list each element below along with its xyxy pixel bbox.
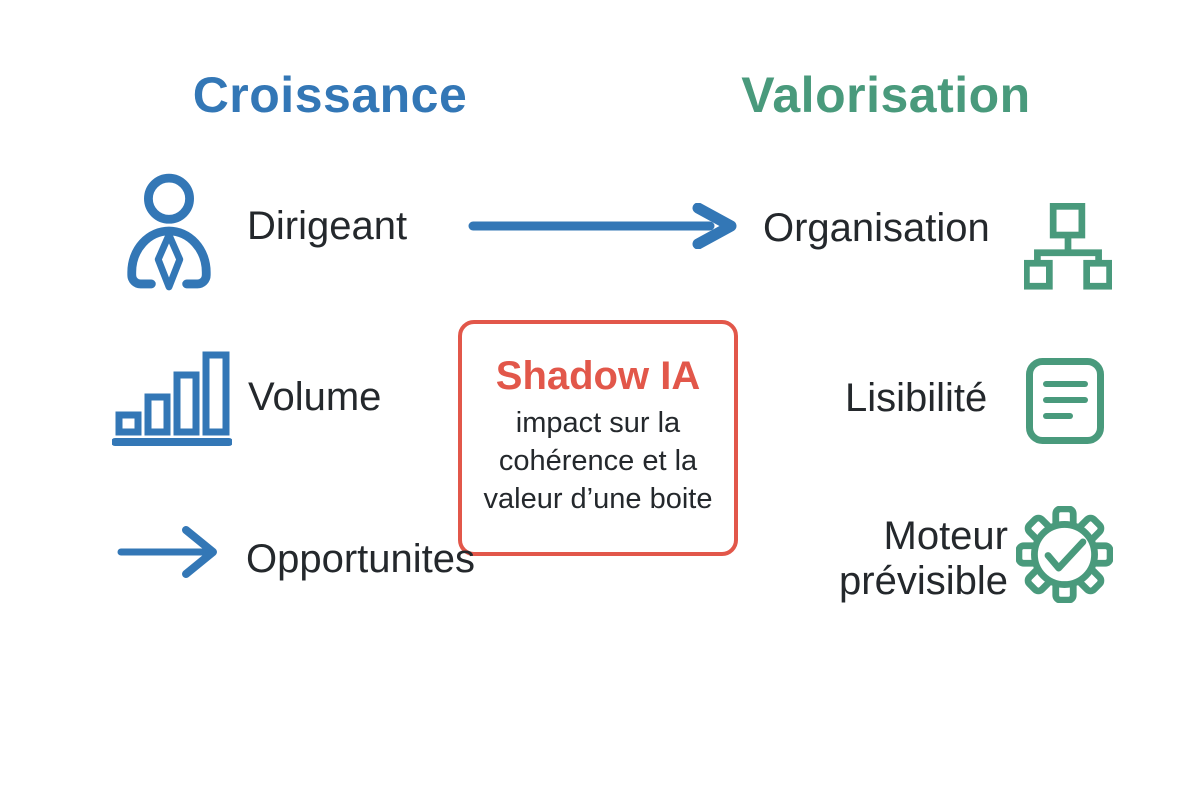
- long-arrow-icon: [468, 203, 740, 249]
- column-title-valorisation: Valorisation: [686, 68, 1086, 123]
- item-label-volume: Volume: [248, 375, 381, 419]
- item-label-moteur-previsible: Moteur prévisible: [782, 514, 1008, 604]
- item-label-dirigeant: Dirigeant: [247, 204, 407, 248]
- moteur-line-1: Moteur: [782, 514, 1008, 559]
- org-chart-icon: [1024, 202, 1112, 292]
- arrow-right-icon: [116, 522, 228, 582]
- item-label-organisation: Organisation: [763, 206, 990, 250]
- moteur-line-2: prévisible: [782, 559, 1008, 604]
- item-label-lisibilite: Lisibilité: [845, 376, 987, 420]
- bar-chart-icon: [112, 346, 232, 446]
- shadow-ia-description: impact sur la cohérence et la valeur d’u…: [462, 404, 734, 518]
- item-label-opportunites: Opportunites: [246, 537, 475, 581]
- shadow-ia-title: Shadow IA: [462, 354, 734, 398]
- shadow-ia-callout-box: Shadow IA impact sur la cohérence et la …: [458, 320, 738, 556]
- person-icon: [120, 172, 218, 292]
- gear-check-icon: [1016, 506, 1113, 603]
- column-title-croissance: Croissance: [130, 68, 530, 123]
- document-icon: [1026, 358, 1104, 444]
